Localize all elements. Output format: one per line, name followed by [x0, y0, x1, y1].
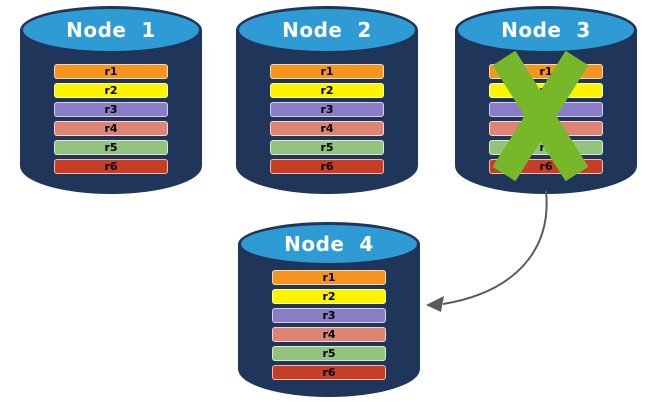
- record-r5: r5: [54, 140, 168, 155]
- record-r4: r4: [272, 327, 386, 342]
- node-title: Node 2: [282, 18, 372, 42]
- record-list: r1 r2 r3 r4 r5 r6: [54, 64, 168, 174]
- record-r5: r5: [272, 346, 386, 361]
- cylinder-top: Node 3: [455, 6, 637, 54]
- cylinder-top: Node 1: [20, 6, 202, 54]
- record-r2: r2: [54, 83, 168, 98]
- record-list: r1 r2 r3 r4 r5 r6: [270, 64, 384, 174]
- record-r3: r3: [272, 308, 386, 323]
- record-r6: r6: [270, 159, 384, 174]
- record-r4: r4: [54, 121, 168, 136]
- record-r2: r2: [272, 289, 386, 304]
- record-r3: r3: [270, 102, 384, 117]
- db-node-node-4: Node 4 r1 r2 r3 r4 r5 r6: [238, 222, 420, 397]
- arrowhead-icon: [426, 296, 444, 312]
- record-r4: r4: [270, 121, 384, 136]
- cylinder-top: Node 2: [236, 6, 418, 54]
- record-r1: r1: [272, 270, 386, 285]
- record-r6: r6: [272, 365, 386, 380]
- cylinder-top: Node 4: [238, 222, 420, 266]
- db-node-node-2: Node 2 r1 r2 r3 r4 r5 r6: [236, 6, 418, 194]
- record-list: r1 r2 r3 r4 r5 r6: [272, 270, 386, 380]
- failure-x-icon: [492, 50, 589, 182]
- record-r3: r3: [54, 102, 168, 117]
- record-r5: r5: [270, 140, 384, 155]
- record-r1: r1: [270, 64, 384, 79]
- record-r6: r6: [54, 159, 168, 174]
- record-r2: r2: [270, 83, 384, 98]
- node-title: Node 1: [66, 18, 156, 42]
- node-title: Node 4: [284, 232, 374, 256]
- node-title: Node 3: [501, 18, 591, 42]
- record-r1: r1: [54, 64, 168, 79]
- db-node-node-1: Node 1 r1 r2 r3 r4 r5 r6: [20, 6, 202, 194]
